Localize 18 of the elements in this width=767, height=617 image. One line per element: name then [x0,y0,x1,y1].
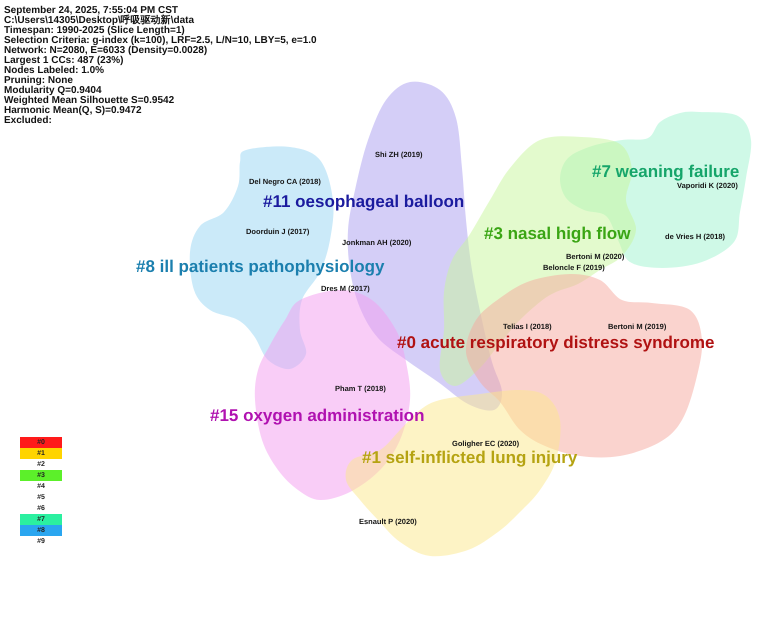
metadata-line: Selection Criteria: g-index (k=100), LRF=2.5, L/N=10, LBY=5, e=1.0 [4,36,317,46]
cluster-label: #0 acute respiratory distress syndrome [397,334,714,352]
cluster-label: #8 ill patients pathophysiology [136,258,384,276]
cluster-label: #1 self-inflicted lung injury [362,449,578,467]
metadata-line: Nodes Labeled: 1.0% [4,66,104,76]
metadata-line: Harmonic Mean(Q, S)=0.9472 [4,106,142,116]
metadata-line: Weighted Mean Silhouette S=0.9542 [4,96,174,106]
metadata-line: C:\Users\14305\Desktop\呼吸驱动新\data [4,16,194,26]
metadata-line: Network: N=2080, E=6033 (Density=0.0028) [4,46,208,56]
cluster-label: #15 oxygen administration [210,407,424,425]
cluster-label: #11 oesophageal balloon [263,193,464,211]
metadata-line: Timespan: 1990-2025 (Slice Length=1) [4,26,185,36]
metadata-line: Excluded: [4,116,52,126]
metadata-line: Pruning: None [4,76,73,86]
metadata-line: Modularity Q=0.9404 [4,86,102,96]
metadata-line: Largest 1 CCs: 487 (23%) [4,56,124,66]
cluster-label: #7 weaning failure [592,163,740,181]
cluster-label: #3 nasal high flow [484,225,630,243]
